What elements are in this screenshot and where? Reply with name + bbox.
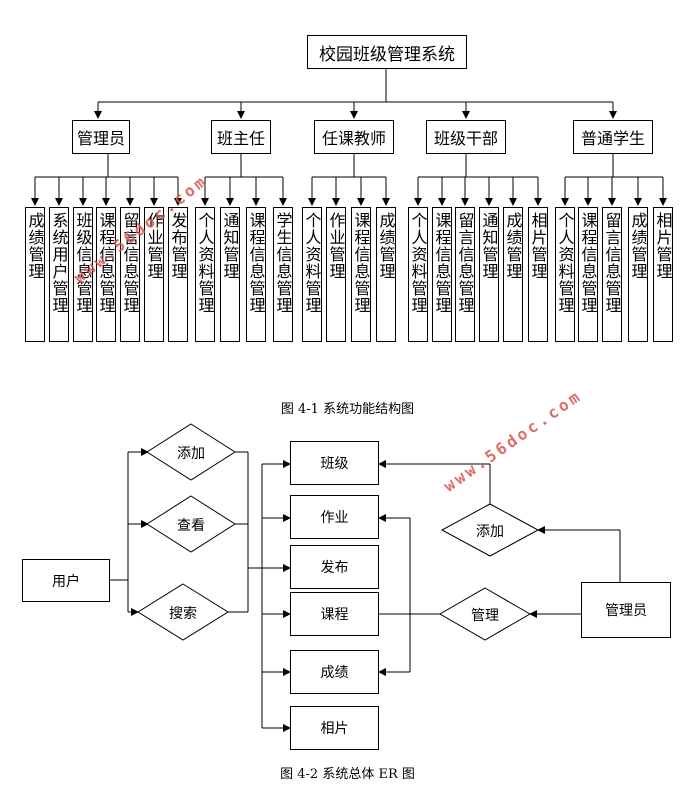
module-box: 成绩管理 [25, 207, 45, 342]
module-box: 相片管理 [528, 207, 548, 342]
module-box: 课程信息管理 [578, 207, 598, 342]
action-add: 添加 [177, 446, 205, 462]
figure-caption-1: 图 4-1 系统功能结构图 [280, 402, 415, 417]
module-box: 个人资料管理 [555, 207, 575, 342]
module-box: 作业管理 [144, 207, 164, 342]
entity-score: 成绩 [290, 650, 379, 694]
entity-publish: 发布 [290, 545, 379, 589]
role-node-admin: 管理员 [72, 120, 130, 154]
module-box: 课程信息管理 [246, 207, 266, 342]
module-box: 学生信息管理 [273, 207, 293, 342]
figure-caption-2: 图 4-2 系统总体 ER 图 [280, 767, 415, 782]
module-box: 个人资料管理 [302, 207, 322, 342]
root-node: 校园班级管理系统 [307, 35, 467, 69]
module-box: 个人资料管理 [195, 207, 215, 342]
admin-action-add: 添加 [476, 524, 504, 540]
role-node-head-teacher: 班主任 [211, 120, 271, 154]
module-box: 课程信息管理 [96, 207, 116, 342]
module-box: 成绩管理 [376, 207, 396, 342]
entity-homework: 作业 [290, 495, 379, 539]
action-search: 搜索 [169, 606, 197, 622]
module-box: 通知管理 [479, 207, 499, 342]
module-box: 成绩管理 [503, 207, 523, 342]
module-box: 留言信息管理 [120, 207, 140, 342]
entity-photo: 相片 [290, 706, 379, 750]
module-box: 课程信息管理 [351, 207, 371, 342]
module-box: 发布管理 [168, 207, 188, 342]
module-box: 课程信息管理 [432, 207, 452, 342]
module-box: 留言信息管理 [602, 207, 622, 342]
entity-course: 课程 [290, 592, 379, 636]
module-box: 成绩管理 [628, 207, 648, 342]
admin-action-manage: 管理 [471, 608, 499, 624]
module-box: 作业管理 [326, 207, 346, 342]
module-box: 个人资料管理 [408, 207, 428, 342]
module-box: 系统用户管理 [49, 207, 69, 342]
module-box: 班级信息管理 [73, 207, 93, 342]
entity-class: 班级 [290, 441, 379, 485]
role-node-teacher: 任课教师 [314, 120, 394, 154]
user-entity: 用户 [22, 559, 110, 602]
action-view: 查看 [177, 518, 205, 534]
role-node-class-cadre: 班级干部 [426, 120, 506, 154]
admin-entity: 管理员 [581, 582, 671, 638]
module-box: 通知管理 [220, 207, 240, 342]
module-box: 相片管理 [653, 207, 673, 342]
module-box: 留言信息管理 [455, 207, 475, 342]
role-node-student: 普通学生 [573, 120, 653, 154]
